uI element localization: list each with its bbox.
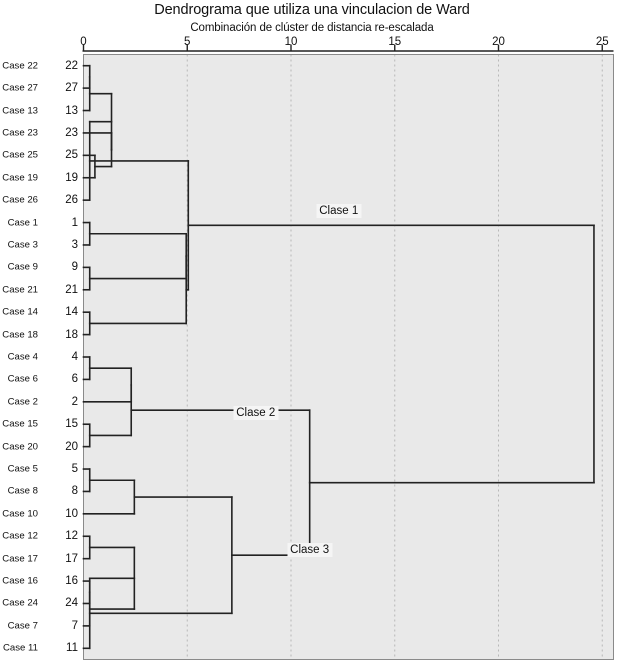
- leaf-case-label: Case 20: [2, 441, 38, 453]
- leaf-case-number: 5: [71, 463, 78, 476]
- leaf-case-label: Case 22: [2, 60, 38, 72]
- x-axis-tick-label: 5: [184, 36, 191, 48]
- leaf-case-number: 25: [65, 149, 78, 162]
- leaf-case-number: 17: [65, 552, 78, 565]
- x-axis-tick-label: 10: [284, 36, 298, 48]
- chart-title: Dendrograma que utiliza una vinculacion …: [154, 2, 470, 18]
- leaf-case-label: Case 14: [2, 306, 38, 318]
- leaf-case-number: 10: [65, 507, 78, 520]
- leaf-case-label: Case 8: [7, 485, 38, 497]
- leaf-case-label: Case 24: [2, 597, 38, 609]
- leaf-case-label: Case 3: [7, 239, 38, 251]
- leaf-case-number: 27: [65, 82, 78, 95]
- leaf-case-number: 19: [65, 171, 78, 184]
- leaf-case-label: Case 2: [7, 396, 38, 408]
- leaf-case-number: 9: [71, 261, 78, 274]
- leaf-case-label: Case 21: [2, 284, 38, 296]
- leaf-case-label: Case 16: [2, 575, 38, 587]
- leaf-case-label: Case 27: [2, 82, 38, 94]
- leaf-case-label: Case 17: [2, 553, 38, 565]
- leaf-case-number: 11: [66, 642, 78, 655]
- leaf-case-label: Case 15: [2, 418, 38, 430]
- leaf-case-number: 13: [65, 104, 78, 117]
- leaf-case-number: 22: [65, 59, 78, 72]
- leaf-case-label: Case 13: [2, 105, 38, 117]
- x-axis-tick-label: 25: [595, 36, 609, 48]
- x-axis-tick-label: 20: [492, 36, 505, 48]
- x-axis-tick-label: 0: [80, 36, 87, 48]
- leaf-case-number: 6: [71, 373, 78, 386]
- cluster-annotation-label: Clase 3: [287, 542, 333, 557]
- chart-subtitle: Combinación de clúster de distancia re-e…: [190, 22, 434, 34]
- leaf-case-number: 8: [71, 485, 78, 498]
- x-axis-tick-label: 15: [388, 36, 402, 48]
- leaf-case-label: Case 11: [2, 642, 38, 654]
- leaf-case-label: Case 19: [2, 172, 38, 184]
- leaf-case-number: 23: [65, 126, 78, 139]
- leaf-case-label: Case 6: [7, 373, 38, 385]
- leaf-case-label: Case 9: [7, 261, 38, 273]
- leaf-case-number: 18: [65, 328, 78, 341]
- leaf-case-number: 20: [65, 440, 78, 453]
- leaf-case-label: Case 23: [2, 127, 38, 139]
- leaf-case-label: Case 5: [7, 463, 38, 475]
- leaf-case-label: Case 4: [7, 351, 38, 363]
- leaf-case-label: Case 10: [2, 508, 38, 520]
- leaf-case-number: 1: [71, 216, 78, 229]
- leaf-case-number: 3: [71, 238, 78, 251]
- leaf-case-label: Case 1: [7, 217, 38, 229]
- leaf-case-number: 2: [71, 395, 78, 408]
- leaf-case-number: 21: [65, 283, 78, 296]
- cluster-annotation-label: Clase 2: [233, 406, 279, 421]
- leaf-case-number: 7: [71, 619, 78, 632]
- x-axis-tick-labels: 0 5 10 15 20 25: [0, 36, 624, 50]
- leaf-case-label: Case 18: [2, 329, 38, 341]
- leaf-case-number: 14: [65, 306, 78, 319]
- leaf-case-number: 16: [65, 575, 78, 588]
- leaf-case-number: 4: [71, 351, 78, 363]
- leaf-case-label: Case 12: [2, 530, 38, 542]
- leaf-case-number: 26: [65, 194, 78, 207]
- leaf-case-label: Case 25: [2, 149, 38, 161]
- leaf-case-number: 15: [65, 418, 78, 431]
- plot-background: [83, 54, 614, 660]
- leaf-case-label: Case 7: [7, 620, 38, 632]
- leaf-case-number: 12: [65, 530, 78, 543]
- leaf-case-label: Case 26: [2, 194, 38, 206]
- leaf-case-number: 24: [65, 597, 78, 610]
- cluster-annotation-label: Clase 1: [316, 204, 362, 219]
